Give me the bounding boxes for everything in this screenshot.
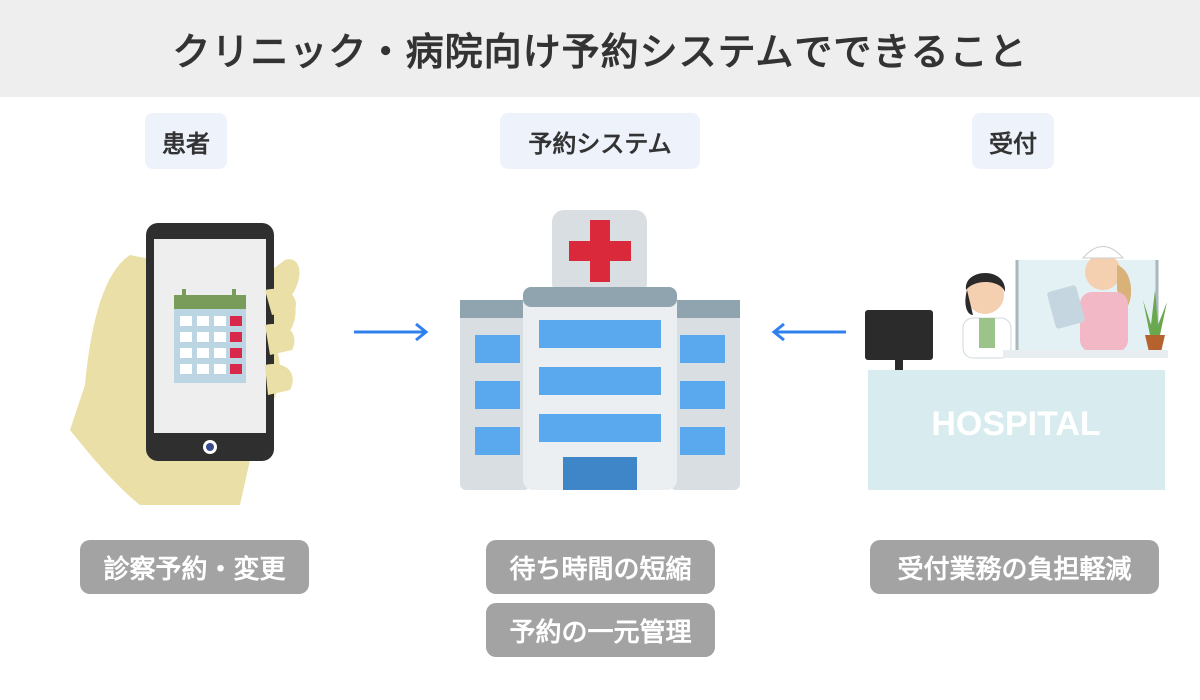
header-bar: クリニック・病院向け予約システムでできること (0, 0, 1200, 97)
smartphone-calendar-icon (70, 223, 300, 505)
feature-pill-system-1: 待ち時間の短縮 (486, 540, 715, 594)
role-label-reception: 受付 (972, 113, 1054, 169)
feature-pill-patient-1: 診察予約・変更 (80, 540, 309, 594)
hospital-counter-text: HOSPITAL (931, 405, 1100, 443)
page-title: クリニック・病院向け予約システムでできること (172, 30, 1028, 74)
hospital-reception-icon: HOSPITAL (865, 246, 1168, 490)
arrow-left-icon (771, 322, 846, 342)
feature-pill-system-2: 予約の一元管理 (486, 603, 715, 657)
arrow-right-icon (354, 322, 429, 342)
role-label-patient: 患者 (145, 113, 227, 169)
hospital-building-icon (460, 210, 740, 490)
role-label-system: 予約システム (500, 113, 700, 169)
feature-pill-reception-1: 受付業務の負担軽減 (870, 540, 1159, 594)
